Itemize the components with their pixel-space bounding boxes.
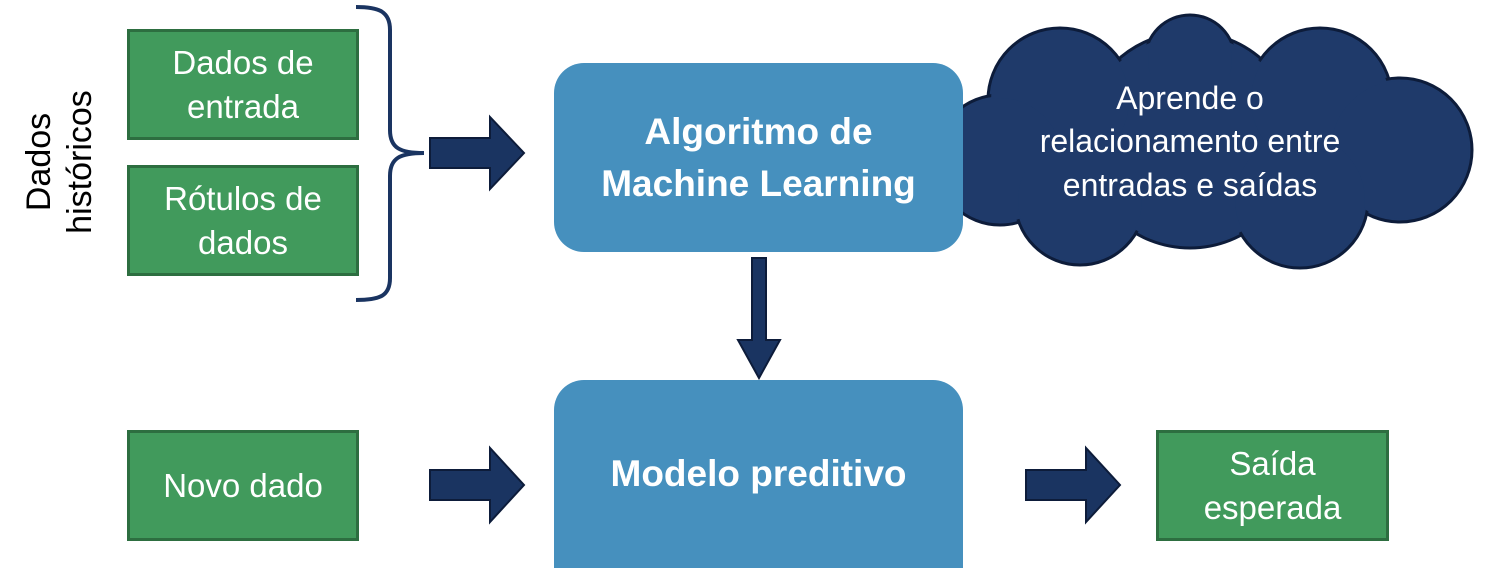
brace [355,5,425,302]
box-data-labels: Rótulos de dados [127,165,359,276]
box-input-data: Dados de entrada [127,29,359,140]
cloud-text: Aprende o relacionamento entre entradas … [1039,80,1341,203]
side-label-historical-data: Dados históricos [20,90,99,234]
arrow-right-icon [1025,445,1122,525]
box-predictive-model: Modelo preditivo [554,380,963,568]
box-expected-output: Saída esperada [1156,430,1389,541]
arrow-right-icon [429,114,526,192]
arrow-down-icon [736,257,782,381]
box-new-data: Novo dado [127,430,359,541]
arrow-right-icon [429,445,526,525]
box-ml-algorithm: Algoritmo de Machine Learning [554,63,963,252]
